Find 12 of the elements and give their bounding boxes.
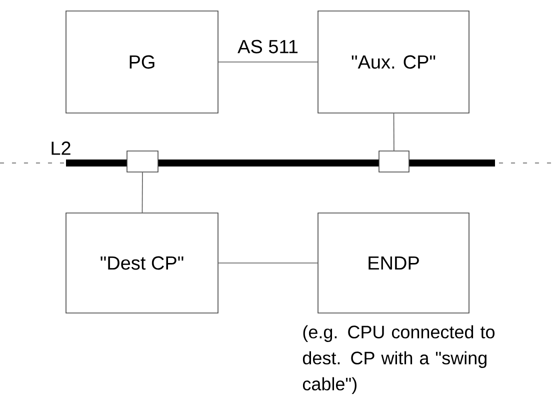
device-box: "Aux. CP" (318, 10, 470, 114)
bus-label: L2 (52, 142, 70, 155)
connection-line (218, 262, 318, 264)
edge-label: AS 511 (236, 38, 300, 54)
connection-line (393, 113, 394, 151)
bus-connector (378, 150, 410, 172)
device-box: PG (66, 10, 218, 114)
device-box: ENDP (318, 212, 470, 314)
bus-connector (126, 150, 158, 172)
device-box: "Dest CP" (66, 212, 218, 314)
note-text: (e.g. CPU connected to dest. CP with a "swing cable") (302, 325, 495, 394)
connection-line (142, 172, 143, 213)
